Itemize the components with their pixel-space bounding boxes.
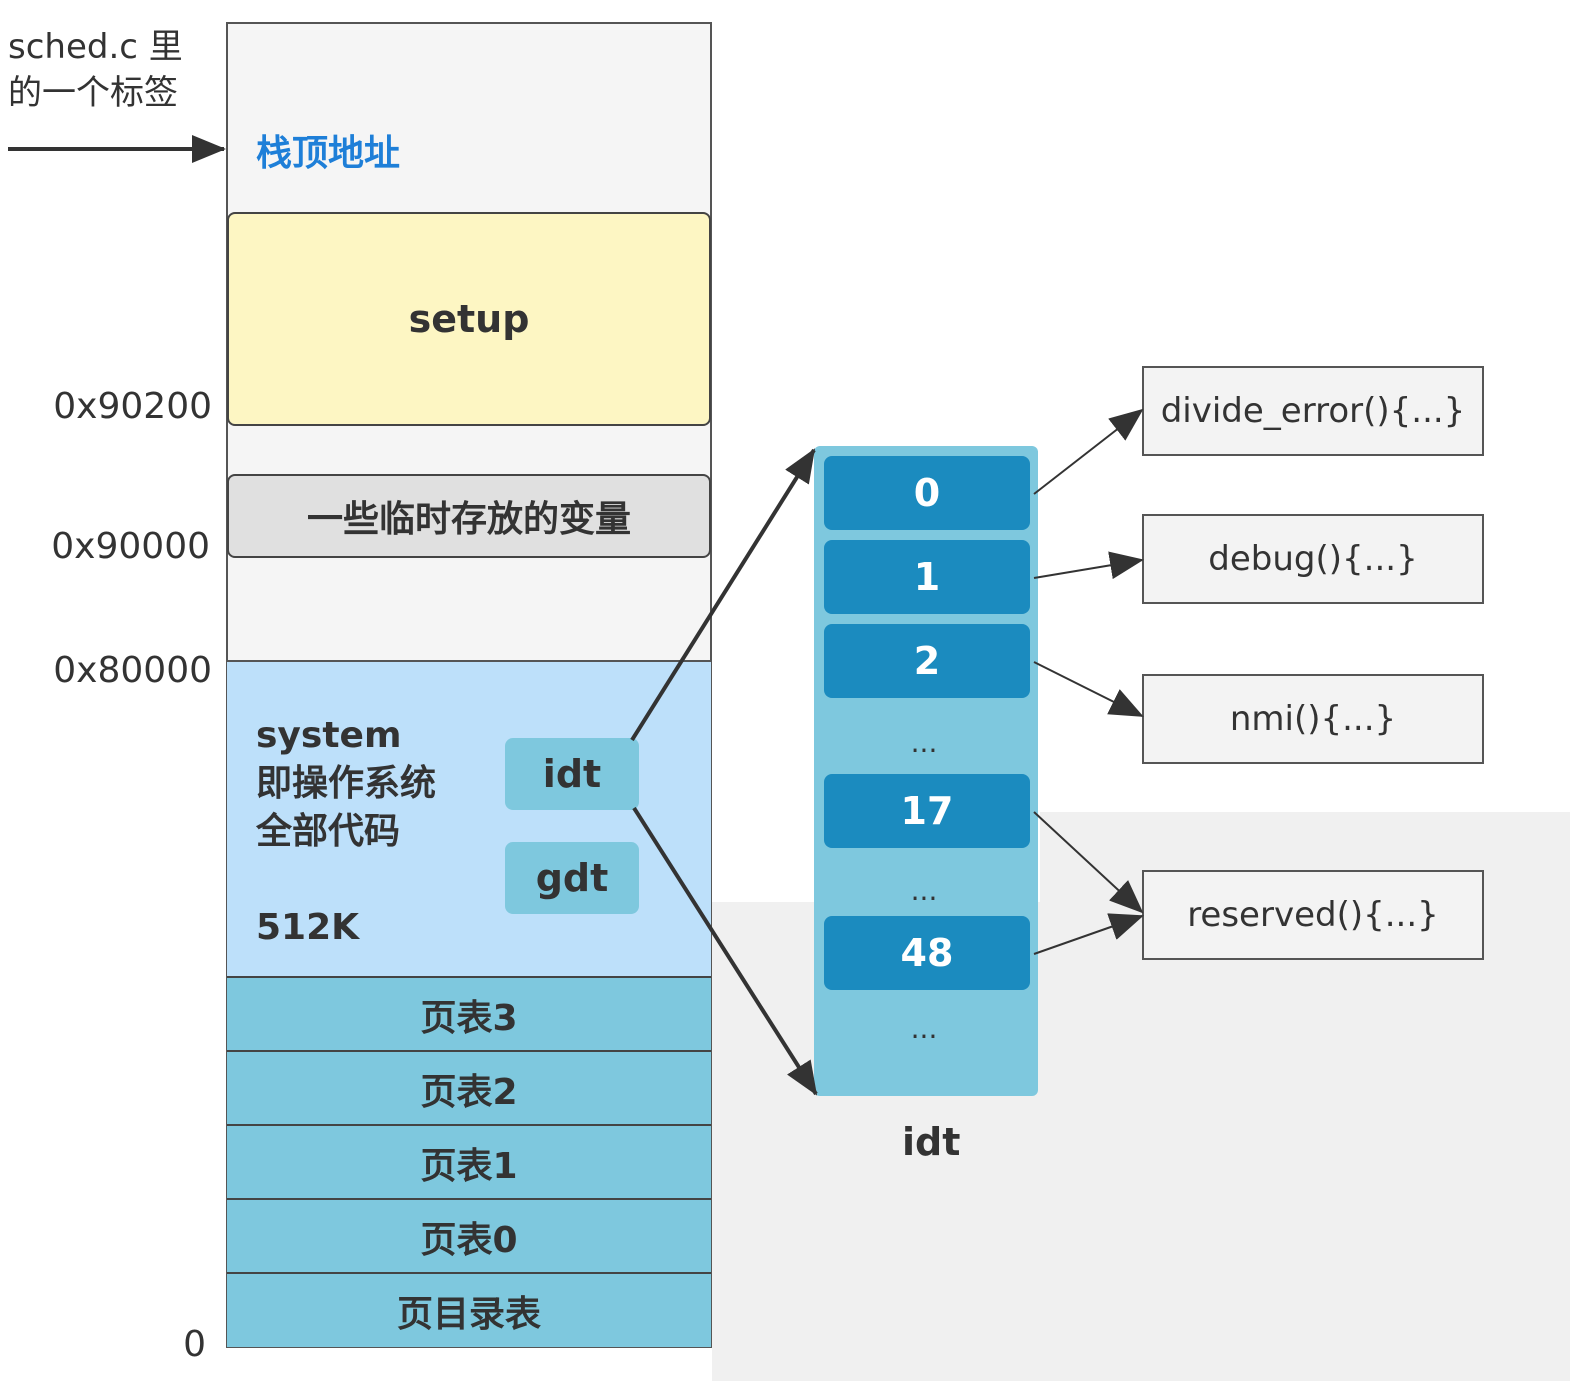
handler-reserved: reserved(){...} [1142,870,1484,960]
page-table-0: 页表0 [227,1198,711,1274]
idt-entry-2-label: 2 [913,639,941,683]
address-0x90200: 0x90200 [53,386,212,427]
idt-entry-2: 2 [824,624,1030,698]
page-directory-label: 页目录表 [396,1293,541,1335]
setup-block: setup [227,212,711,426]
stack-top-label: 栈顶地址 [256,133,401,174]
address-0x90000: 0x90000 [51,526,210,567]
arrow-entry2-nmi [1033,661,1144,717]
sched-label: sched.c 里 的一个标签 [8,24,183,116]
idt-entry-0-label: 0 [913,471,941,515]
page-table-3: 页表3 [227,976,711,1052]
page-table-0-label: 页表0 [420,1220,518,1261]
idt-chip: idt [505,738,639,810]
page-table-2: 页表2 [227,1050,711,1126]
temp-vars-block: 一些临时存放的变量 [227,474,711,558]
sched-label-line2: 的一个标签 [8,73,178,113]
arrow-entry0-divide [1033,408,1144,495]
idt-entry-0: 0 [824,456,1030,530]
gdt-chip: gdt [505,842,639,914]
handler-divide-error: divide_error(){...} [1142,366,1484,456]
idt-entry-48: 48 [824,916,1030,990]
system-subtitle-2: 全部代码 [256,811,401,852]
page-directory: 页目录表 [227,1272,711,1347]
handler-nmi-label: nmi(){...} [1229,699,1397,739]
handler-reserved-label: reserved(){...} [1187,895,1439,935]
system-title: system [256,715,402,756]
idt-entry-17-label: 17 [900,789,954,833]
temp-vars-label: 一些临时存放的变量 [306,499,631,540]
arrow-idt-top [630,448,816,742]
idt-entry-1: 1 [824,540,1030,614]
address-zero: 0 [183,1324,206,1365]
idt-ellipsis-3: ... [910,1012,938,1045]
system-block [227,660,711,978]
page-table-3-label: 页表3 [420,998,518,1039]
handler-nmi: nmi(){...} [1142,674,1484,764]
system-subtitle: 即操作系统 [256,763,437,804]
handler-debug-label: debug(){...} [1208,539,1418,579]
handler-divide-error-label: divide_error(){...} [1160,391,1466,431]
idt-entry-1-label: 1 [913,555,941,599]
idt-entry-17: 17 [824,774,1030,848]
sched-label-line1: sched.c 里 [8,27,183,67]
page-table-2-label: 页表2 [420,1072,518,1113]
page-table-1-label: 页表1 [420,1146,518,1187]
idt-ellipsis-2: ... [910,874,938,907]
arrow-idt-bottom [632,806,818,1096]
idt-entry-48-label: 48 [900,931,954,975]
handler-debug: debug(){...} [1142,514,1484,604]
idt-ellipsis-1: ... [910,726,938,759]
arrow-entry17-reserved [1033,811,1144,914]
address-0x80000: 0x80000 [53,650,212,691]
gdt-chip-label: gdt [535,856,609,900]
page-table-1: 页表1 [227,1124,711,1200]
idt-chip-label: idt [542,752,602,796]
system-size: 512K [256,907,360,948]
idt-caption: idt [902,1120,961,1164]
system-description: system 即操作系统 全部代码 [256,712,436,856]
arrow-entry48-reserved [1033,913,1144,955]
setup-label: setup [408,297,530,341]
arrow-entry1-debug [1033,551,1144,580]
